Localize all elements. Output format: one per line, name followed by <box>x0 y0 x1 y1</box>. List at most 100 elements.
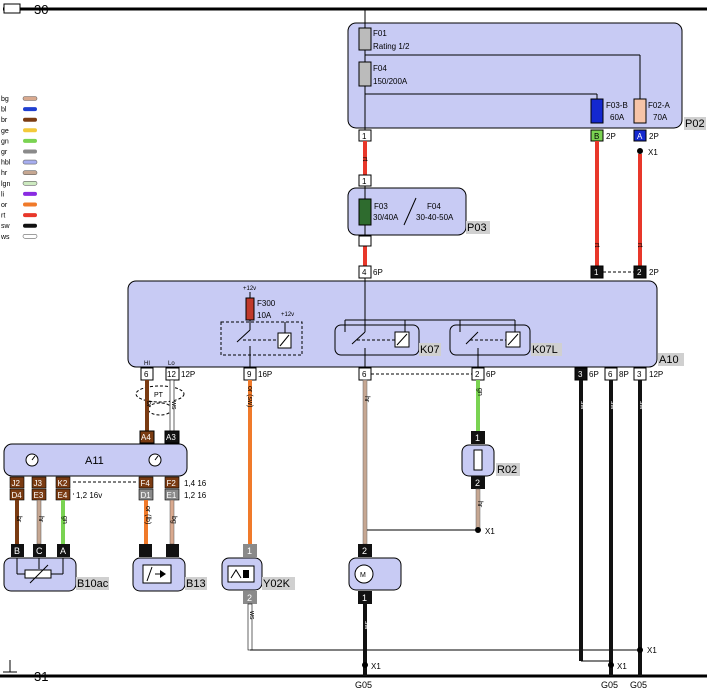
f300-rating: 10A <box>257 311 272 320</box>
f300-name: F300 <box>257 299 276 308</box>
b10ac-id-bg <box>76 577 109 590</box>
wire-code-bg-b13: bg <box>170 516 177 524</box>
a10-pin-9-label: 9 <box>247 370 252 379</box>
legend-swatch-gr <box>23 149 37 154</box>
r02-id-bg <box>496 463 520 476</box>
rail-31: 31 <box>0 660 707 684</box>
p02-pin-a-count: 2P <box>649 132 659 141</box>
module-p02: F01 Rating 1/2 F04 150/200A F03-B 60A F0… <box>347 9 706 157</box>
b13-id-bg <box>185 577 207 590</box>
a11-pin-f4-label: F4 <box>141 479 151 488</box>
legend-swatch-lgn <box>22 181 38 186</box>
a10-pin-1-label: 1 <box>594 268 599 277</box>
y02k-pin-1-label: 1 <box>247 546 252 556</box>
y02k-pin-2-label: 2 <box>247 593 252 603</box>
legend-swatch-ge <box>23 128 37 133</box>
a10-pin-4-suffix: 6P <box>373 268 383 277</box>
a10-pin-6-g05-label: 6 <box>608 370 613 379</box>
wire-code-sw-1: sw <box>579 401 586 411</box>
p02-pin-a-label: A <box>637 132 643 141</box>
y02k-id-bg <box>262 577 295 590</box>
a11-pin-j3 <box>31 476 47 489</box>
a11-pin-j3-label: J3 <box>34 479 43 488</box>
motor-pin-1 <box>358 591 372 604</box>
wire-code-hr-motor: hr <box>363 396 370 403</box>
p02-x1-label: X1 <box>648 148 658 157</box>
f04-rating: 150/200A <box>373 77 408 86</box>
module-a10: 4 6P 1 2 2P +12v +12v +12v F300 10A +12v <box>127 265 684 381</box>
a10-pin-3-x1-label: 3 <box>637 370 642 379</box>
f03b-name: F03-B <box>606 101 628 110</box>
a11-pin-a4 <box>139 430 155 444</box>
pressure-sensor-icon <box>142 564 172 584</box>
wire-code-rt-1: rt <box>361 157 368 161</box>
y02k-id: Y02K <box>263 578 291 590</box>
x1-label-right: X1 <box>647 646 657 655</box>
a10-lo-label: Lo <box>168 361 175 367</box>
a11-pin-j2 <box>9 476 25 489</box>
r02-x1-label: X1 <box>485 527 495 536</box>
fuse-f03-f04 <box>358 198 372 226</box>
legend-swatch-rt <box>23 213 37 218</box>
a10-hi-label: HI <box>144 361 150 367</box>
wire-code-sw-3: sw <box>638 401 645 411</box>
wires-upper: rt rt rt <box>361 141 643 273</box>
motor-x1-junction <box>362 662 368 668</box>
p02-pin-1-label: 1 <box>362 132 367 141</box>
a10-pin-12-label: 12 <box>167 370 176 379</box>
a10-pin-3-x1-suffix: 12P <box>649 370 663 379</box>
a10-pin-2 <box>633 265 647 279</box>
relay-k07 <box>334 324 420 356</box>
r02-id: R02 <box>497 464 517 476</box>
f02a-name: F02-A <box>648 101 670 110</box>
a11-left-note: 1,2 16v <box>76 491 102 500</box>
f300-relay-plus12: +12v <box>281 312 294 318</box>
b13-pin-1 <box>139 544 152 557</box>
fuse-f04 <box>358 61 372 87</box>
g05-label-2: G05 <box>601 680 618 690</box>
legend-code-gr: gr <box>1 149 8 156</box>
r02-pin-1 <box>471 431 485 444</box>
p02-pin-b-count: 2P <box>606 132 616 141</box>
potentiometer-icon <box>16 558 64 584</box>
p03-id-bg <box>466 221 490 234</box>
a10-id: A10 <box>659 354 679 366</box>
motor-x1-label: X1 <box>371 662 381 671</box>
legend-swatch-bg <box>22 96 38 101</box>
b10ac-pin-b-label: B <box>14 546 20 556</box>
p03-label-b: F04 <box>427 202 441 211</box>
p03-pin-top-label: 1 <box>362 177 367 186</box>
legend-swatch-sw <box>23 223 37 228</box>
a10-pin-1 <box>590 265 604 279</box>
a11-pin-a3-label: A3 <box>166 433 176 442</box>
wire-code-sw-motor: sw <box>363 621 370 631</box>
legend-code-gn: gn <box>1 138 9 145</box>
a11-pin-j2-label: J2 <box>12 479 21 488</box>
a10-pin-4-label: 4 <box>362 268 367 277</box>
motor-symbol: M <box>360 572 366 579</box>
p03-value-b: 30-40-50A <box>416 213 454 222</box>
a11-pin-f4 <box>138 476 154 489</box>
f300-plus12: +12v <box>243 286 256 292</box>
a11-pin-d1-label: D1 <box>141 491 152 500</box>
legend-swatch-or <box>23 202 37 207</box>
wire-code-gn-b10: gn <box>61 516 68 524</box>
a10-id-bg <box>658 353 684 366</box>
legend-code-br: br <box>1 117 8 124</box>
b10ac-pin-b <box>11 544 24 557</box>
legend-swatch-li <box>23 191 37 196</box>
legend-code-or: or <box>1 202 8 209</box>
f03b-rating: 60A <box>610 113 625 122</box>
a11-pin-e3-label: E3 <box>34 491 44 500</box>
a11-pin-k2 <box>55 476 71 489</box>
p03-id: P03 <box>467 222 487 234</box>
wire-code-or-b13: or (lb) <box>144 506 151 524</box>
wire-code-br-hi: br <box>145 401 152 408</box>
motor-pin-2-label: 2 <box>362 546 367 556</box>
legend-swatch-ws <box>22 234 38 239</box>
p03-value-a: 30/40A <box>373 213 399 222</box>
rail-30: 30 <box>3 2 707 17</box>
a11-pin-e4-label: E4 <box>58 491 68 500</box>
